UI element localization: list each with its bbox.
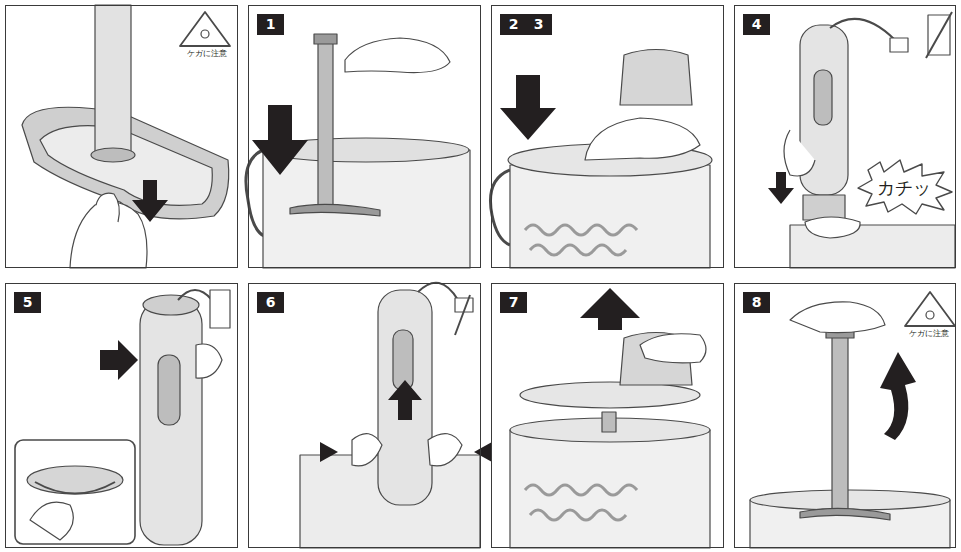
- step-number: 8: [743, 292, 770, 313]
- step-number: 5: [14, 292, 41, 313]
- step-panel: 6: [248, 283, 481, 548]
- warning-label: ケガに注意: [182, 49, 232, 58]
- sound-label: カチッ: [863, 177, 945, 199]
- step-number: 1: [257, 14, 284, 35]
- step-number: 2: [500, 14, 527, 35]
- step-panel: 8 ケガに注意: [734, 283, 956, 548]
- step-panel: 4 カチッ: [734, 5, 956, 268]
- step-panel: 1: [248, 5, 481, 268]
- step-panel: 7: [491, 283, 724, 548]
- step-number: 6: [257, 292, 284, 313]
- step-panel: 23: [491, 5, 724, 268]
- step-number: 3: [525, 14, 552, 35]
- step-panel: ケガに注意: [5, 5, 238, 268]
- step-number: 7: [500, 292, 527, 313]
- step-number: 4: [743, 14, 770, 35]
- step-panel: 5: [5, 283, 238, 548]
- warning-label: ケガに注意: [907, 329, 951, 338]
